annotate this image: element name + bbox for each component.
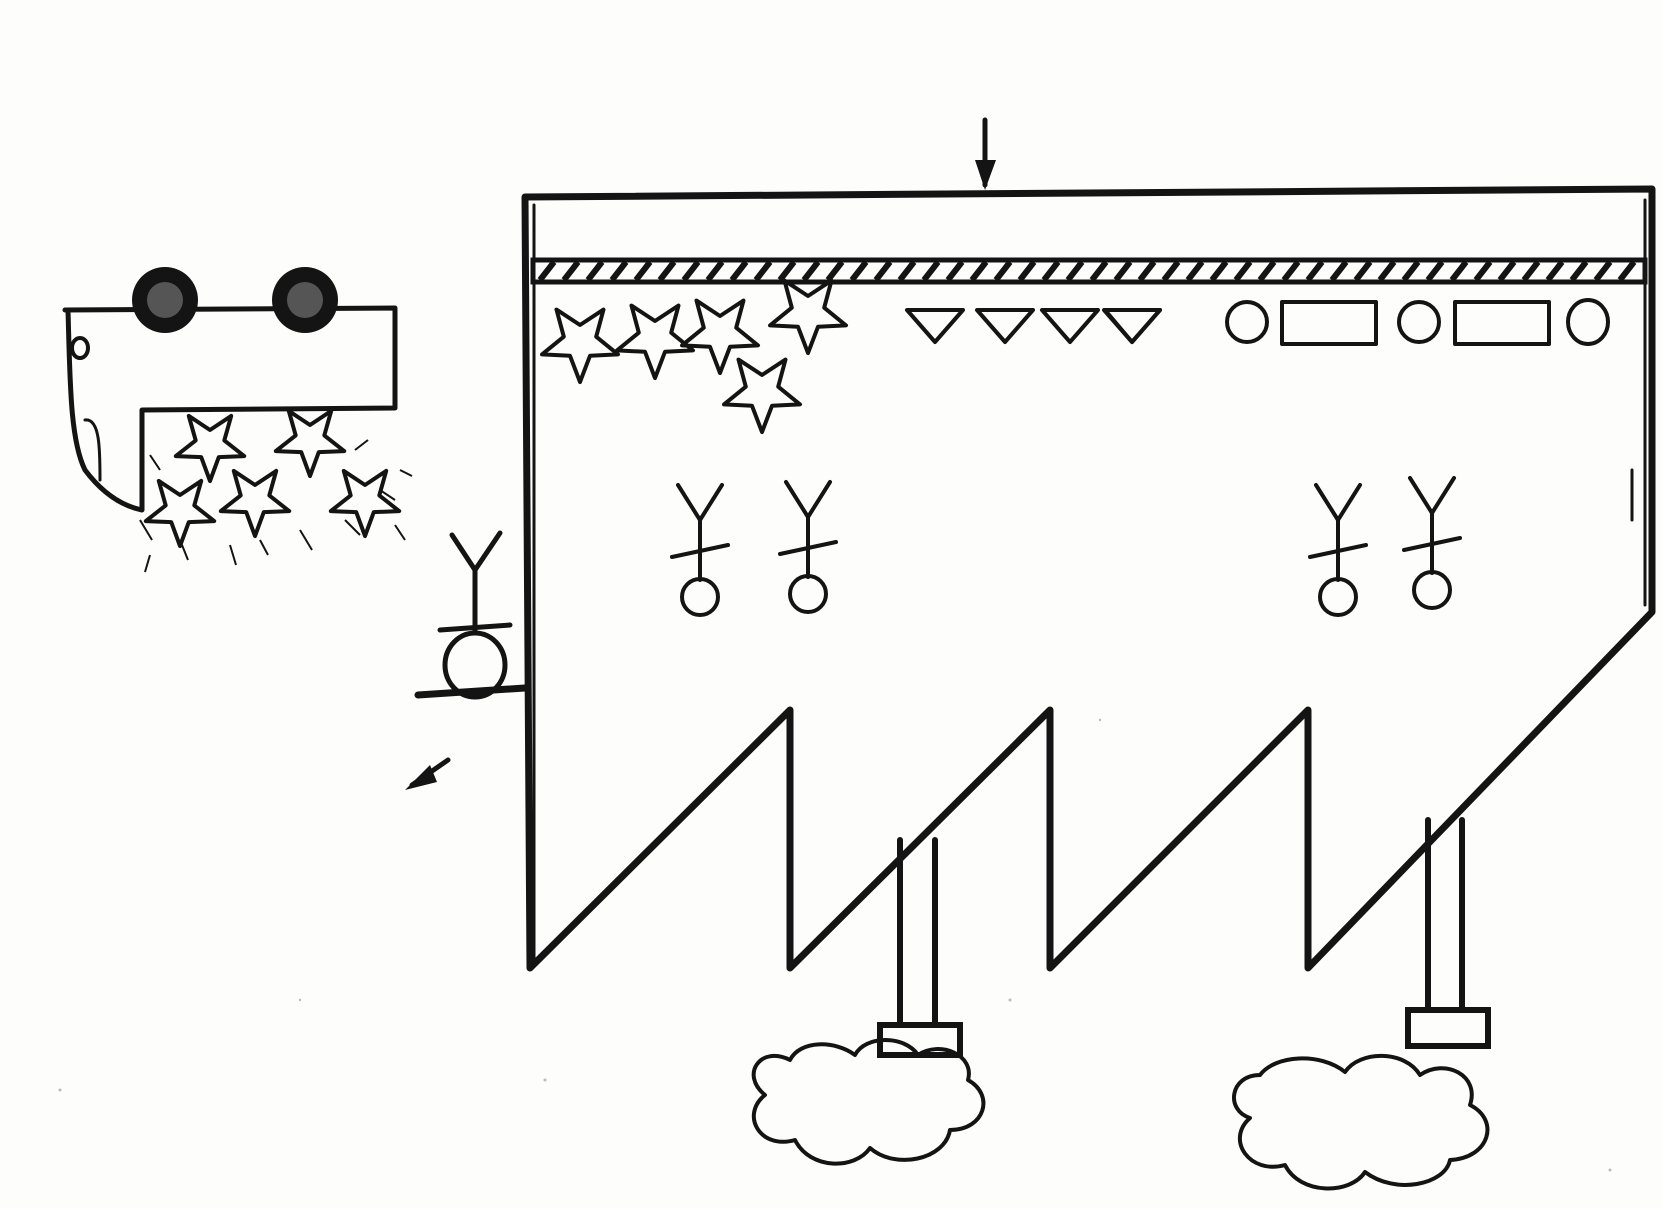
box-icon (1280, 300, 1378, 346)
truck-star-group (143, 408, 402, 548)
belt-star-group (540, 278, 848, 434)
sparkle-lines (139, 439, 413, 573)
star-icon (328, 468, 402, 538)
circle-icon (1225, 300, 1269, 344)
stick-figure-icon (1402, 476, 1462, 610)
star-icon (218, 468, 292, 538)
triangle-icon (975, 308, 1035, 344)
star-icon (615, 303, 695, 380)
circle-icon (1397, 300, 1441, 344)
belt-parts-group (1225, 298, 1610, 346)
circle-icon (1566, 298, 1610, 346)
star-icon (722, 357, 802, 434)
chimney-left-icon (877, 837, 963, 1058)
stick-figure-icon (1308, 483, 1368, 617)
worker-arrow-icon (405, 757, 451, 790)
star-icon (680, 298, 760, 375)
star-icon (173, 413, 247, 483)
roof-arrow-icon (975, 117, 996, 190)
worker-group (670, 476, 1462, 617)
chimney-right-icon (1405, 817, 1491, 1049)
star-icon (143, 478, 217, 548)
star-icon (273, 408, 347, 478)
stick-figure-icon (778, 480, 838, 614)
box-icon (1453, 300, 1551, 346)
triangle-icon (1102, 308, 1162, 344)
conveyor-belt-icon (530, 257, 1648, 285)
truck-icon (62, 267, 398, 513)
triangle-icon (1040, 308, 1100, 344)
cloud-right-icon (1232, 1053, 1490, 1191)
outside-worker-icon (414, 530, 529, 700)
triangle-icon (1103, 308, 1162, 344)
star-icon (540, 307, 620, 384)
triangle-icon (905, 308, 965, 344)
cloud-left-icon (751, 1038, 986, 1166)
stick-figure-icon (670, 483, 730, 617)
paper-specks (58, 718, 1612, 1172)
belt-triangle-group (905, 308, 1162, 344)
star-icon (768, 278, 848, 355)
